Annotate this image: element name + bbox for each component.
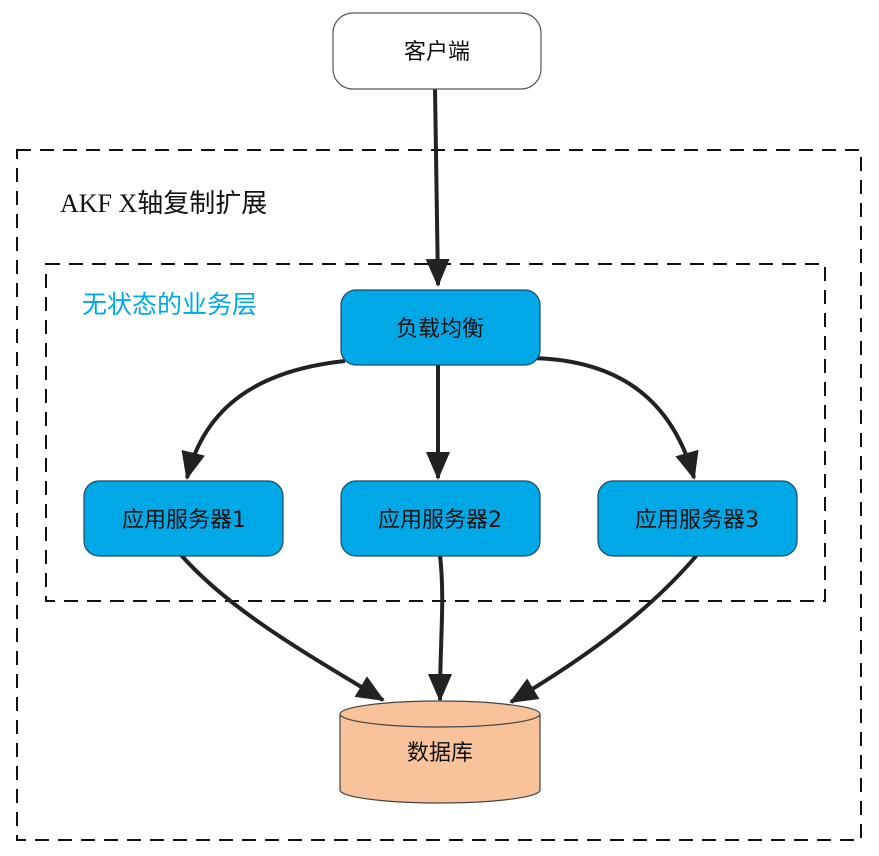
app-server-3-shape — [597, 480, 798, 557]
outer-group-label: AKF X轴复制扩展 — [60, 189, 267, 218]
app-server-1-shape — [83, 480, 284, 557]
edge-app-server-1-to-database — [179, 553, 385, 702]
edge-app-server-3-to-database — [509, 553, 699, 704]
app-server-1-label: 应用服务器1 — [122, 508, 246, 533]
database-top — [339, 700, 541, 728]
client-shape — [332, 12, 542, 90]
database-label: 数据库 — [407, 741, 473, 766]
edges — [179, 87, 699, 704]
inner-group-boundary — [45, 263, 826, 602]
node-app-server-1[interactable]: 应用服务器1 — [83, 480, 284, 557]
edge-client-to-load-balancer — [425, 87, 450, 287]
app-server-3-label: 应用服务器3 — [635, 508, 759, 533]
load-balancer-shape — [340, 289, 541, 366]
node-app-server-3[interactable]: 应用服务器3 — [597, 480, 798, 557]
outer-group-boundary — [16, 149, 862, 841]
node-app-server-2[interactable]: 应用服务器2 — [340, 480, 541, 557]
app-server-2-shape — [340, 480, 541, 557]
edge-load-balancer-to-app-server-1 — [181, 359, 346, 480]
app-server-2-label: 应用服务器2 — [378, 508, 502, 533]
load-balancer-label: 负载均衡 — [396, 317, 484, 342]
edge-load-balancer-to-app-server-3 — [531, 356, 699, 480]
node-database[interactable]: 数据库 — [339, 700, 541, 804]
database-body — [339, 714, 541, 804]
inner-group-label: 无状态的业务层 — [82, 290, 257, 319]
node-client[interactable]: 客户端 — [332, 12, 542, 90]
client-label: 客户端 — [404, 40, 470, 65]
node-load-balancer[interactable]: 负载均衡 — [340, 289, 541, 366]
edge-app-server-2-to-database — [428, 554, 453, 702]
